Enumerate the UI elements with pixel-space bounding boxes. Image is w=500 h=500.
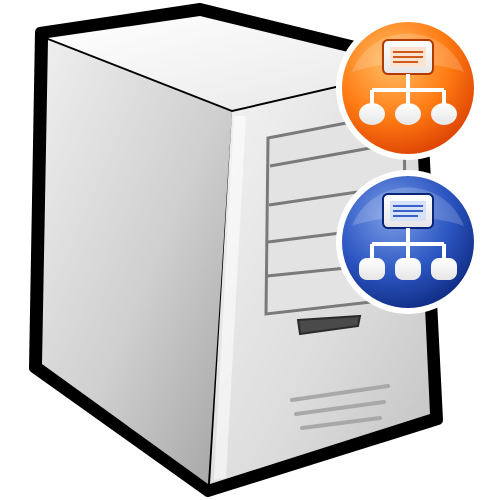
vent-line-2 [294,400,386,416]
bottom-leaf-node-2 [395,258,421,280]
vent-grille [290,384,390,430]
top-node-lines [393,51,423,63]
front-bevel [214,116,246,480]
top-network-badge [336,16,480,160]
bottom-network-badge [336,170,480,314]
network-topology-icon [359,193,457,280]
vent-line-1 [290,384,390,402]
server-side-face [42,40,232,484]
top-leaf-node-2 [395,103,421,125]
top-connectors [370,74,446,104]
bottom-connectors [370,228,446,258]
disk-slot [296,314,362,336]
network-topology-icon [359,39,457,125]
bottom-node-lines [393,205,423,217]
bottom-leaf-node-1 [359,258,385,280]
bottom-leaf-node-3 [431,258,457,280]
vent-line-3 [300,416,382,430]
top-leaf-node-3 [431,103,457,125]
top-leaf-node-1 [359,103,385,125]
server-top-face [48,16,414,110]
server-tower-icon [29,3,443,497]
